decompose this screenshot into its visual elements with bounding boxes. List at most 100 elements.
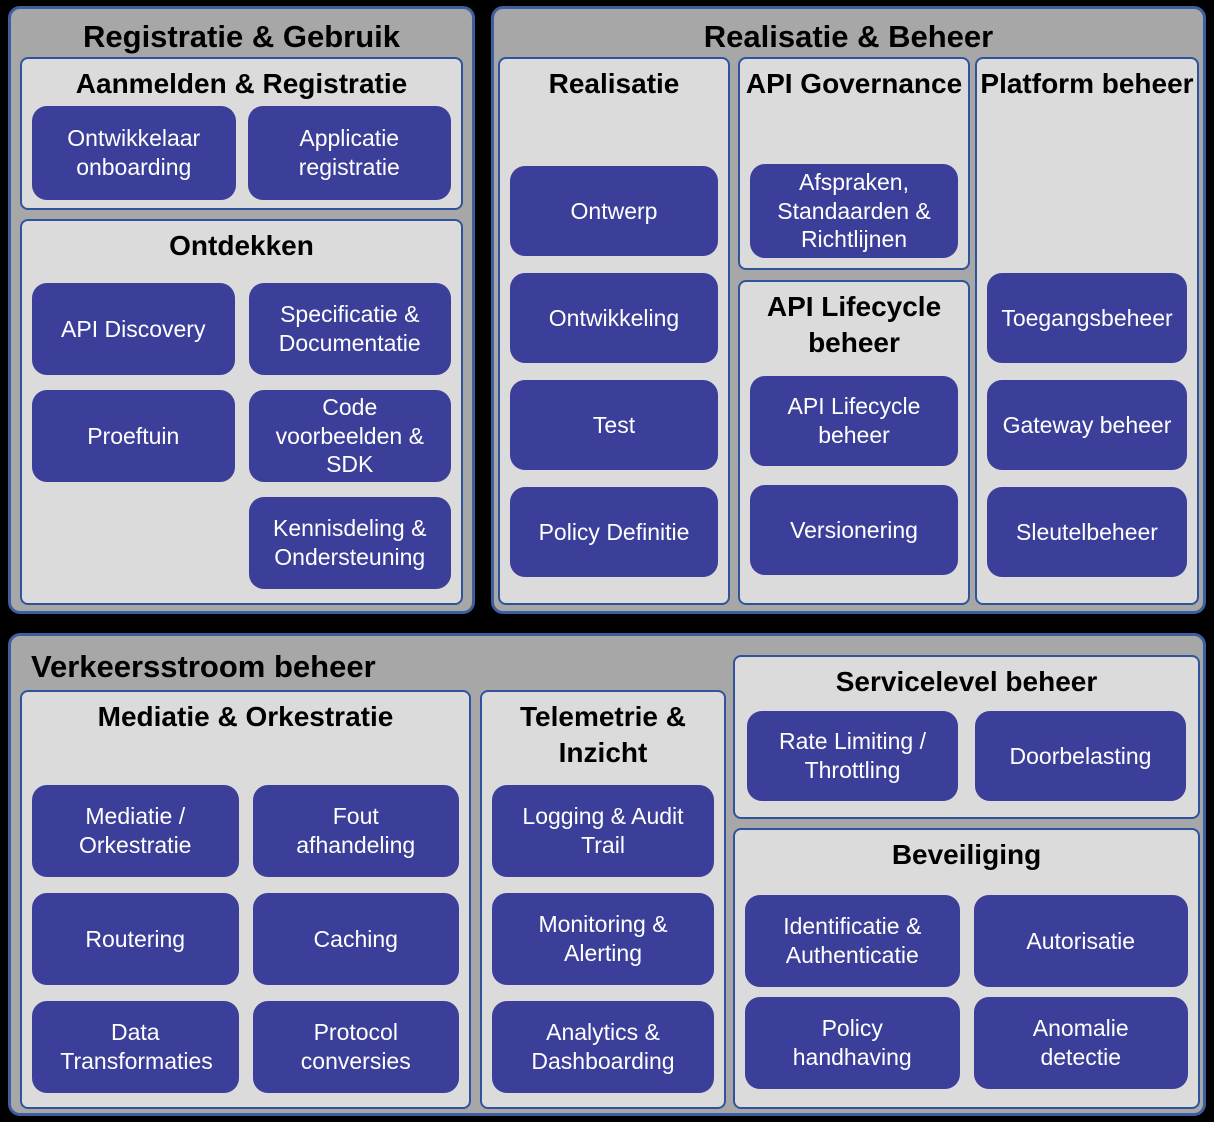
capability-grid: Identificatie & Authenticatie Autorisati… bbox=[745, 895, 1188, 1089]
section-beveiliging: Beveiliging Identificatie & Authenticati… bbox=[733, 828, 1200, 1109]
box-label: Ontwikkeling bbox=[548, 304, 680, 331]
box-ontwikkeling: Ontwikkeling bbox=[510, 273, 718, 363]
box-label: Code voorbeelden & SDK bbox=[275, 393, 424, 478]
box-policy-definitie: Policy Definitie bbox=[510, 487, 718, 577]
box-routering: Routering bbox=[32, 893, 239, 985]
section-platform-beheer: Platform beheer Toegangsbeheer Gateway b… bbox=[975, 57, 1199, 605]
section-title-realisatie: Realisatie bbox=[548, 68, 680, 99]
section-aanmelden-registratie: Aanmelden & Registratie Ontwikkelaar onb… bbox=[20, 57, 463, 210]
capability-column: Ontwerp Ontwikkeling Test Policy Definit… bbox=[510, 166, 718, 577]
panel-title-registratie-gebruik: Registratie & Gebruik bbox=[83, 19, 400, 54]
box-label: Doorbelasting bbox=[1009, 742, 1152, 769]
box-anomalie-detectie: Anomalie detectie bbox=[973, 997, 1188, 1089]
section-api-lifecycle-beheer: API Lifecycle beheer API Lifecycle behee… bbox=[738, 280, 970, 605]
capability-column: Toegangsbeheer Gateway beheer Sleutelbeh… bbox=[987, 273, 1187, 577]
panel-verkeersstroom-beheer: Verkeersstroom beheer Mediatie & Orkestr… bbox=[8, 633, 1206, 1116]
box-label: Protocol conversies bbox=[300, 1019, 411, 1074]
section-title-platform-beheer: Platform beheer bbox=[980, 68, 1194, 99]
capability-grid: API Discovery Specificatie & Documentati… bbox=[32, 283, 451, 589]
box-label: Ontwerp bbox=[570, 197, 658, 224]
box-identificatie-authenticatie: Identificatie & Authenticatie bbox=[745, 895, 960, 987]
capability-row: Ontwikkelaar onboarding Applicatie regis… bbox=[22, 106, 461, 200]
box-label: Caching bbox=[313, 925, 398, 952]
box-proeftuin: Proeftuin bbox=[32, 390, 235, 482]
capability-column: Logging & Audit Trail Monitoring & Alert… bbox=[492, 785, 714, 1093]
section-title-aanmelden-registratie: Aanmelden & Registratie bbox=[75, 68, 408, 99]
section-api-governance: API Governance Afspraken, Standaarden & … bbox=[738, 57, 970, 270]
section-title-mediatie-orkestratie: Mediatie & Orkestratie bbox=[97, 701, 394, 732]
box-label: Versionering bbox=[790, 516, 918, 543]
box-label: Anomalie detectie bbox=[1032, 1015, 1129, 1070]
capability-column: API Lifecycle beheer Versionering bbox=[750, 376, 958, 575]
box-label: Monitoring & Alerting bbox=[538, 911, 668, 966]
box-test: Test bbox=[510, 380, 718, 470]
box-kennisdeling-ondersteuning: Kennisdeling & Ondersteuning bbox=[248, 497, 451, 589]
box-label: Data Transformaties bbox=[60, 1019, 213, 1074]
box-label: Sleutelbeheer bbox=[1016, 518, 1158, 545]
capability-row: Rate Limiting / Throttling Doorbelasting bbox=[735, 711, 1198, 801]
section-servicelevel-beheer: Servicelevel beheer Rate Limiting / Thro… bbox=[733, 655, 1200, 819]
box-doorbelasting: Doorbelasting bbox=[975, 711, 1186, 801]
panel-realisatie-beheer: Realisatie & Beheer Realisatie Ontwerp O… bbox=[491, 6, 1206, 614]
box-label: Identificatie & Authenticatie bbox=[783, 913, 922, 968]
section-ontdekken: Ontdekken API Discovery Specificatie & D… bbox=[20, 219, 463, 605]
box-label: Policy handhaving bbox=[792, 1015, 912, 1070]
box-label: Autorisatie bbox=[1026, 927, 1136, 954]
box-versionering: Versionering bbox=[750, 485, 958, 575]
box-analytics-dashboarding: Analytics & Dashboarding bbox=[492, 1001, 714, 1093]
section-title-beveiliging: Beveiliging bbox=[891, 839, 1042, 870]
panel-title-realisatie-beheer: Realisatie & Beheer bbox=[703, 19, 994, 54]
box-label: Toegangsbeheer bbox=[1001, 304, 1173, 331]
box-monitoring-alerting: Monitoring & Alerting bbox=[492, 893, 714, 985]
box-sleutelbeheer: Sleutelbeheer bbox=[987, 487, 1187, 577]
box-label: Rate Limiting / Throttling bbox=[778, 728, 926, 783]
box-ontwikkelaar-onboarding: Ontwikkelaar onboarding bbox=[32, 106, 236, 200]
box-api-discovery: API Discovery bbox=[32, 283, 235, 375]
box-ontwerp: Ontwerp bbox=[510, 166, 718, 256]
box-label: Afspraken, Standaarden & Richtlijnen bbox=[777, 168, 931, 253]
section-telemetrie-inzicht: Telemetrie & Inzicht Logging & Audit Tra… bbox=[480, 690, 726, 1109]
box-fout-afhandeling: Fout afhandeling bbox=[252, 785, 459, 877]
box-label: Gateway beheer bbox=[1002, 411, 1172, 438]
box-label: Test bbox=[592, 411, 636, 438]
box-api-lifecycle-beheer: API Lifecycle beheer bbox=[750, 376, 958, 466]
box-label: Ontwikkelaar onboarding bbox=[67, 125, 201, 180]
box-data-transformaties: Data Transformaties bbox=[32, 1001, 239, 1093]
box-label: Logging & Audit Trail bbox=[522, 803, 684, 858]
panel-registratie-gebruik: Registratie & Gebruik Aanmelden & Regist… bbox=[8, 6, 475, 614]
box-gateway-beheer: Gateway beheer bbox=[987, 380, 1187, 470]
box-label: Applicatie registratie bbox=[298, 125, 400, 180]
box-policy-handhaving: Policy handhaving bbox=[745, 997, 960, 1089]
box-label: Routering bbox=[85, 925, 186, 952]
section-title-api-governance: API Governance bbox=[745, 68, 963, 99]
box-label: Proeftuin bbox=[87, 422, 180, 449]
box-label: Policy Definitie bbox=[538, 518, 690, 545]
box-label: Specificatie & Documentatie bbox=[278, 301, 421, 356]
box-afspraken-standaarden-richtlijnen: Afspraken, Standaarden & Richtlijnen bbox=[750, 164, 958, 258]
section-realisatie: Realisatie Ontwerp Ontwikkeling Test Pol… bbox=[498, 57, 730, 605]
box-logging-audit-trail: Logging & Audit Trail bbox=[492, 785, 714, 877]
box-code-voorbeelden-sdk: Code voorbeelden & SDK bbox=[248, 390, 451, 482]
section-mediatie-orkestratie: Mediatie & Orkestratie Mediatie / Orkest… bbox=[20, 690, 471, 1109]
box-protocol-conversies: Protocol conversies bbox=[252, 1001, 459, 1093]
capability-column: Afspraken, Standaarden & Richtlijnen bbox=[750, 164, 958, 258]
box-label: Fout afhandeling bbox=[296, 803, 416, 858]
box-label: Analytics & Dashboarding bbox=[531, 1019, 675, 1074]
section-title-servicelevel-beheer: Servicelevel beheer bbox=[835, 666, 1098, 697]
box-label: API Lifecycle beheer bbox=[787, 393, 921, 448]
box-label: Kennisdeling & Ondersteuning bbox=[273, 515, 427, 570]
section-title-ontdekken: Ontdekken bbox=[169, 230, 314, 261]
box-label: API Discovery bbox=[61, 315, 206, 342]
box-autorisatie: Autorisatie bbox=[973, 895, 1188, 987]
panel-title-verkeersstroom-beheer: Verkeersstroom beheer bbox=[31, 649, 376, 684]
box-specificatie-documentatie: Specificatie & Documentatie bbox=[248, 283, 451, 375]
capability-grid: Mediatie / Orkestratie Fout afhandeling … bbox=[32, 785, 459, 1093]
box-rate-limiting-throttling: Rate Limiting / Throttling bbox=[747, 711, 958, 801]
box-toegangsbeheer: Toegangsbeheer bbox=[987, 273, 1187, 363]
box-caching: Caching bbox=[252, 893, 459, 985]
box-mediatie-orkestratie: Mediatie / Orkestratie bbox=[32, 785, 239, 877]
box-label: Mediatie / Orkestratie bbox=[79, 803, 192, 858]
section-title-telemetrie-inzicht: Telemetrie & Inzicht bbox=[520, 701, 686, 768]
section-title-api-lifecycle-beheer: API Lifecycle beheer bbox=[766, 291, 942, 358]
